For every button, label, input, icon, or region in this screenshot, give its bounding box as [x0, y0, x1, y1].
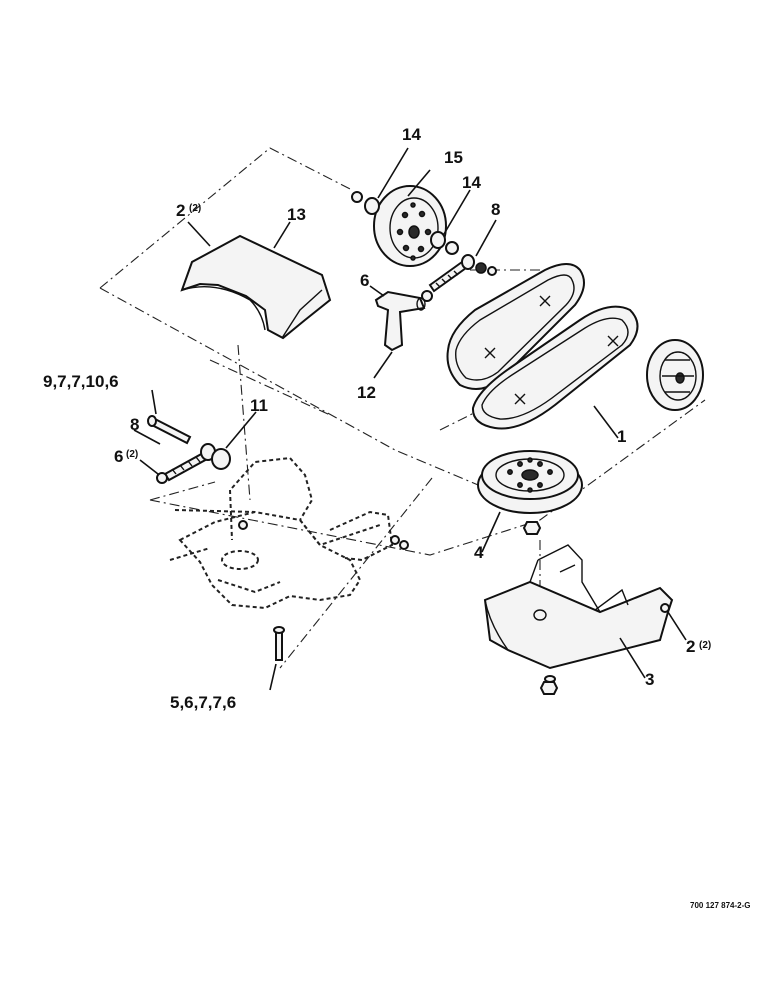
- bolt-5: [273, 626, 285, 661]
- v-belts-1: [446, 263, 639, 430]
- nut-6-mid: [421, 290, 433, 302]
- callout-2-bottom-qty: (2): [699, 640, 711, 651]
- idler-bracket-12: [374, 290, 426, 352]
- callout-labels: 14 15 14 8 2 (2) 13 6 12 9,7,7,10,6 11 8…: [43, 125, 711, 712]
- callout-13: 13: [287, 205, 306, 224]
- drive-pulley-4: [477, 450, 583, 514]
- mounting-hardware-mid: [238, 520, 409, 550]
- callout-12: 12: [357, 383, 376, 402]
- callout-2-bottom: 2: [686, 637, 695, 656]
- callout-14-mid: 14: [462, 173, 481, 192]
- callout-2-top-qty: (2): [189, 203, 201, 214]
- spacer-14-mid: [430, 231, 459, 255]
- callout-6-mid: 6: [360, 271, 369, 290]
- nut-under-shield: [539, 675, 559, 695]
- spacer-14-top: [351, 191, 380, 215]
- document-number: 700 127 874-2-G: [690, 901, 751, 910]
- callout-2-top: 2: [176, 201, 185, 220]
- lower-shield-3: [483, 544, 674, 670]
- callout-8-right: 8: [491, 200, 500, 219]
- callout-4: 4: [474, 543, 484, 562]
- callout-1: 1: [617, 427, 626, 446]
- callout-8-left: 8: [130, 415, 139, 434]
- nut-under-pulley: [522, 521, 542, 535]
- idler-pulley-15: [373, 185, 447, 267]
- frame-ghost-outline: [169, 456, 394, 610]
- callout-3: 3: [645, 670, 654, 689]
- bolt-8-right: [428, 254, 497, 293]
- screw-2-bottom: [660, 603, 670, 613]
- spacer-11: [200, 443, 231, 470]
- top-shield-13: [180, 234, 332, 340]
- callout-14-top: 14: [402, 125, 421, 144]
- bolt-8-left: [156, 450, 211, 484]
- callout-9-7-7-10-6: 9,7,7,10,6: [43, 372, 119, 391]
- callout-5-6-7-7-6: 5,6,7,7,6: [170, 693, 236, 712]
- bolt-9: [147, 415, 192, 445]
- callout-6-left: 6: [114, 447, 123, 466]
- callout-11: 11: [250, 396, 268, 415]
- callout-6-left-qty: (2): [126, 449, 138, 460]
- driven-pulley-right: [646, 339, 704, 411]
- callout-15: 15: [444, 148, 463, 167]
- leader-arrows: [133, 147, 687, 691]
